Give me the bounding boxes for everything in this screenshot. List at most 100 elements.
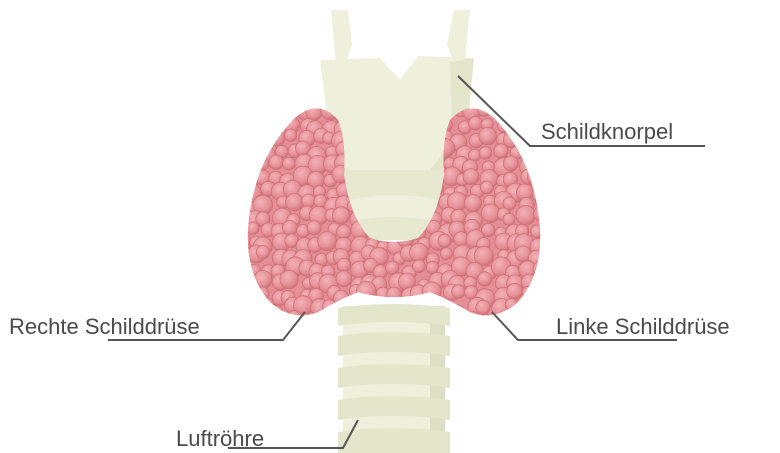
gland-lobule (479, 147, 492, 160)
gland-lobule (386, 261, 399, 274)
gland-lobule (498, 120, 510, 132)
gland-lobule (469, 117, 483, 131)
gland-lobule (476, 300, 490, 314)
gland-lobule (505, 298, 517, 310)
gland-lobule (337, 258, 350, 271)
gland-lobule (296, 95, 309, 108)
gland-lobule (241, 287, 260, 306)
gland-lobule (464, 195, 481, 212)
gland-lobule (283, 157, 296, 170)
gland-lobule (243, 92, 259, 108)
gland-lobule (284, 129, 296, 141)
gland-lobule (518, 301, 532, 315)
gland-lobule (529, 155, 547, 173)
gland-lobule (306, 104, 323, 121)
gland-lobule (522, 286, 535, 299)
gland-lobule (455, 315, 468, 328)
gland-lobule (507, 283, 523, 299)
gland-lobule (244, 155, 264, 175)
gland-lobule (322, 300, 336, 314)
gland-lobule (504, 90, 523, 109)
gland-lobule (254, 271, 272, 289)
label-left-thyroid: Linke Schilddrüse (556, 316, 730, 338)
gland-lobule (230, 198, 248, 216)
gland-lobule (333, 207, 350, 224)
gland-lobule (412, 260, 425, 273)
gland-lobule (337, 225, 351, 239)
gland-lobule (450, 305, 465, 320)
gland-lobule (237, 246, 249, 258)
gland-lobule (478, 93, 495, 110)
gland-lobule (503, 156, 518, 171)
gland-lobule (242, 113, 261, 132)
gland-lobule (318, 232, 337, 251)
gland-lobule (247, 107, 266, 126)
gland-lobule (285, 89, 301, 105)
gland-lobule (387, 287, 401, 301)
gland-lobule (514, 107, 530, 123)
gland-lobule (478, 272, 492, 286)
gland-lobule (269, 114, 286, 131)
gland-lobule (438, 234, 451, 247)
gland-lobule (235, 129, 250, 144)
gland-lobule (479, 127, 497, 145)
gland-lobule (531, 225, 544, 238)
gland-lobule (535, 290, 548, 303)
gland-lobule (494, 144, 508, 158)
gland-lobule (269, 89, 287, 107)
gland-lobule (254, 95, 271, 112)
gland-lobule (463, 169, 479, 185)
gland-lobule (262, 298, 274, 310)
gland-lobule (232, 258, 250, 276)
gland-lobule (440, 248, 452, 260)
gland-lobule (536, 195, 549, 208)
gland-lobule (244, 313, 258, 327)
gland-lobule (496, 91, 512, 107)
gland-lobule (534, 207, 549, 222)
gland-lobule (516, 206, 536, 226)
gland-lobule (531, 314, 546, 329)
gland-lobule (533, 274, 553, 294)
gland-lobule (286, 194, 303, 211)
gland-lobule (466, 312, 481, 327)
gland-lobule (493, 102, 508, 117)
gland-lobule (307, 221, 321, 235)
gland-lobule (236, 180, 251, 195)
gland-lobule (530, 95, 543, 108)
gland-lobule (249, 299, 262, 312)
gland-lobule (533, 261, 549, 277)
gland-lobule (521, 148, 533, 160)
gland-lobule (269, 155, 284, 170)
gland-lobule (230, 272, 243, 285)
gland-lobule (502, 105, 517, 120)
gland-lobule (280, 270, 298, 288)
gland-lobule (257, 287, 270, 300)
gland-lobule (256, 245, 269, 258)
gland-lobule (238, 305, 250, 317)
gland-lobule (229, 172, 246, 189)
gland-lobule (229, 155, 245, 171)
gland-lobule (240, 141, 259, 160)
gland-lobule (229, 106, 248, 125)
gland-lobule (410, 243, 429, 262)
label-trachea: Luftröhre (176, 428, 264, 450)
gland-lobule (254, 312, 271, 329)
label-right-thyroid: Rechte Schilddrüse (9, 316, 200, 338)
gland-lobule (256, 116, 269, 129)
gland-lobule (336, 271, 352, 287)
gland-lobule (519, 92, 533, 106)
gland-lobule (269, 130, 285, 146)
gland-lobule (230, 223, 246, 239)
gland-lobule (452, 285, 466, 299)
gland-lobule (520, 315, 533, 328)
gland-lobule (272, 315, 286, 329)
gland-lobule (422, 282, 441, 301)
gland-lobule (479, 314, 494, 329)
gland-lobule (426, 261, 438, 273)
gland-lobule (356, 281, 376, 301)
gland-lobule (244, 134, 261, 151)
label-thyroid-cartilage: Schildknorpel (541, 121, 673, 143)
gland-lobule (320, 308, 340, 328)
gland-lobule (247, 222, 259, 234)
